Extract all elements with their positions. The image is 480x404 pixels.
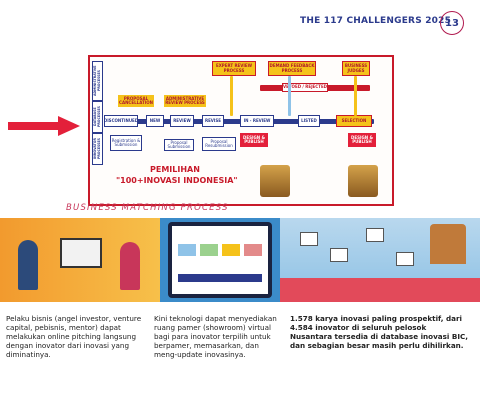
caption-line1: PEMILIHAN: [150, 165, 200, 174]
row-label-admin: ADMINISTRATIVE PROCESSES: [92, 61, 103, 101]
photo-thumb-1: [300, 232, 318, 246]
laptop-icon: [60, 238, 102, 268]
header-title: THE 117 CHALLENGERS 2025: [300, 16, 452, 26]
expert-review-box: EXPERT REVIEW PROCESS: [212, 61, 256, 76]
trophy-image-2: [348, 165, 378, 197]
showroom-thumb-1: [178, 244, 196, 256]
listed-box: LISTED: [298, 115, 320, 127]
new-box: NEW: [146, 115, 164, 127]
demand-feedback-box: DEMAND FEEDBACK PROCESS: [268, 61, 316, 76]
caption-line2: "100+INOVASI INDONESIA": [116, 176, 238, 185]
review-box: REVIEW: [170, 115, 194, 127]
database-bar: [104, 119, 374, 124]
connector-v2: [288, 76, 291, 116]
discontinued-box: DISCONTINUED: [104, 115, 138, 127]
monument-image: [430, 224, 466, 264]
arrow-right-icon: [8, 116, 80, 136]
photo-thumb-4: [396, 252, 414, 266]
column-1-text: Pelaku bisnis (angel investor, venture c…: [6, 314, 142, 359]
design-publish-box-1: DESIGN & PUBLISH: [240, 133, 268, 147]
row-label-innovator: INNOVATOR PROCESSES: [92, 133, 103, 165]
proposal-resubmission-box: Proposal Resubmission: [202, 137, 236, 151]
business-judges-box: BUSINESS JUDGES: [342, 61, 370, 76]
innovation-selection-diagram: ADMINISTRATIVE PROCESSES DATABASE PROCES…: [88, 55, 394, 206]
registration-box: Registration & Submission: [110, 135, 142, 151]
person-icon-2: [120, 242, 140, 290]
showroom-thumb-2: [200, 244, 218, 256]
photo-thumb-2: [330, 248, 348, 262]
showroom-thumb-4: [244, 244, 262, 256]
section-title: BUSINESS MATCHING PROCESS: [66, 203, 229, 213]
city-skyline: [280, 278, 480, 302]
design-publish-box-2: DESIGN & PUBLISH: [348, 133, 376, 147]
page-number: 13: [440, 11, 464, 35]
connector-v1: [230, 76, 233, 116]
vetoed-label: VETOED / REJECTED: [282, 83, 328, 92]
person-icon-1: [18, 240, 38, 290]
showroom-screen: [168, 222, 272, 298]
photo-thumb-3: [366, 228, 384, 242]
proposal-submission-box: Proposal Submission: [164, 139, 194, 151]
business-matching-banner: [0, 218, 480, 302]
admin-review-box: ADMINISTRATIVE REVIEW PROCESS: [164, 95, 206, 107]
showroom-thumb-3: [222, 244, 240, 256]
proposal-cancellation-box: PROPOSAL CANCELLATION: [118, 95, 154, 107]
selection-box: SELECTION: [336, 115, 372, 127]
connector-v3: [354, 76, 357, 116]
column-3-text: 1.578 karya inovasi paling prospektif, d…: [290, 314, 469, 350]
showroom-content: [172, 226, 268, 294]
row-label-database: DATABASE PROCESSES: [92, 101, 103, 133]
revise-box: REVISE: [202, 115, 224, 127]
trophy-image-1: [260, 165, 290, 197]
in-review-box: IN - REVIEW: [240, 115, 274, 127]
showroom-bar: [178, 274, 262, 282]
column-2-text: Kini teknologi dapat menyediakan ruang p…: [154, 314, 277, 359]
